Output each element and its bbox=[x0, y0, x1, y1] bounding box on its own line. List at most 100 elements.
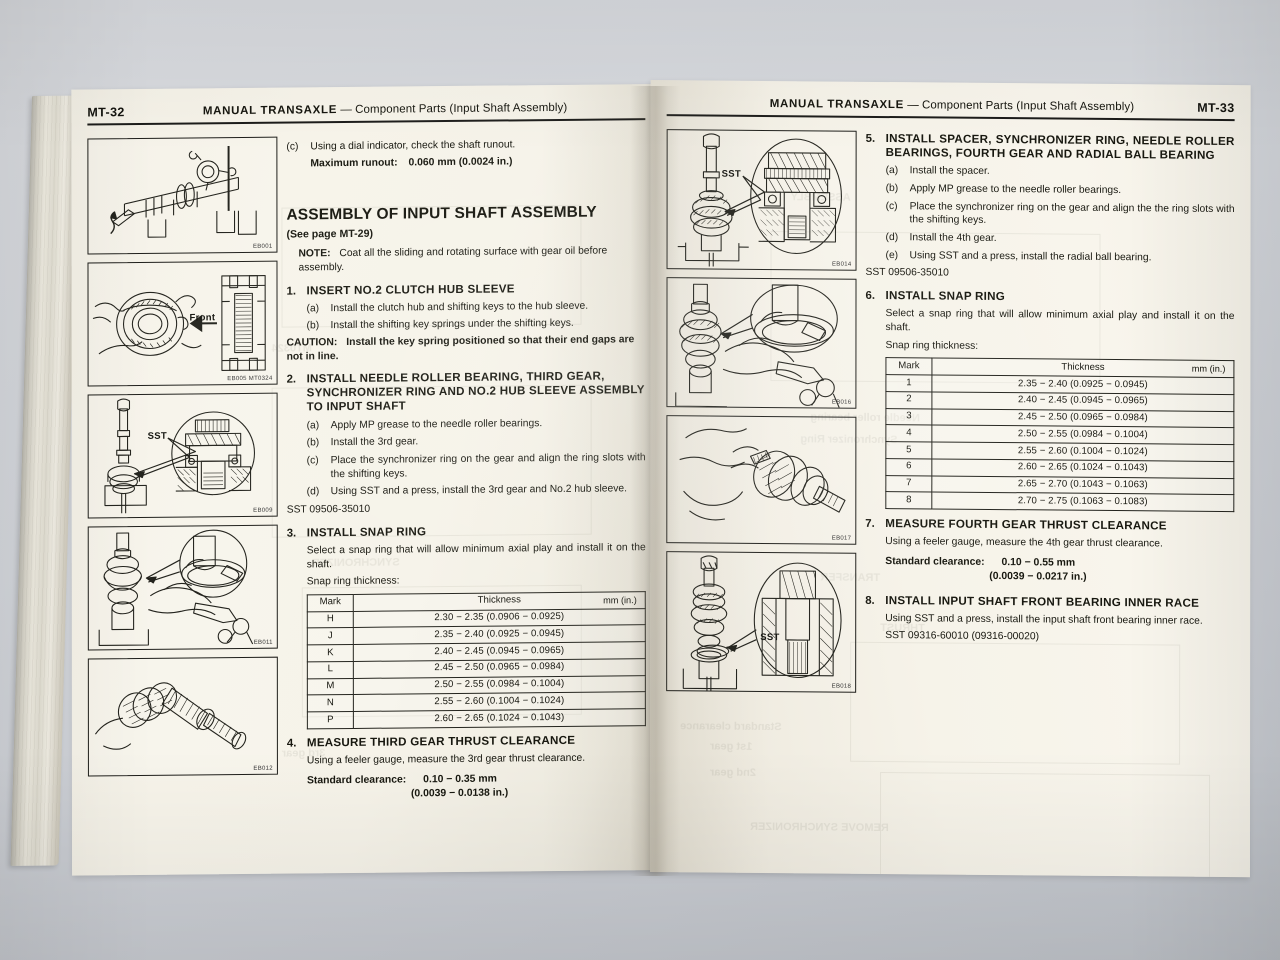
cell-mark: 3 bbox=[885, 408, 932, 426]
step-1-caution-label: CAUTION: bbox=[286, 337, 338, 349]
figure-eb012: EB012 bbox=[87, 656, 278, 777]
step-5-item-a: (a) Install the spacer. bbox=[886, 164, 1235, 181]
intro-step-c: (c) Using a dial indicator, check the sh… bbox=[286, 137, 645, 154]
cell-mark: 5 bbox=[885, 441, 932, 459]
figure-eb005-art bbox=[92, 275, 266, 371]
cell-mark: 1 bbox=[885, 374, 932, 392]
step-2-title: INSTALL NEEDLE ROLLER BEARING, THIRD GEA… bbox=[306, 369, 645, 414]
col-unit-left: mm (in.) bbox=[603, 594, 637, 606]
step-3-table-caption: Snap ring thickness: bbox=[306, 575, 400, 588]
figure-code-eb005: EB005 MT0324 bbox=[227, 375, 273, 383]
col-thickness-right-label: Thickness bbox=[1061, 361, 1105, 373]
text-column-right: 5. INSTALL SPACER, SYNCHRONIZER RING, NE… bbox=[865, 131, 1234, 704]
step-5-sst: SST 09506-35010 bbox=[865, 267, 949, 279]
cell-mark: P bbox=[307, 711, 354, 729]
assembly-section-title: ASSEMBLY OF INPUT SHAFT ASSEMBLY bbox=[286, 203, 597, 224]
step-3: 3. INSTALL SNAP RING Select a snap ring … bbox=[287, 523, 646, 590]
step-6-body: Select a snap ring that will allow minim… bbox=[885, 308, 1235, 334]
cell-thickness: 2.60 − 2.65 (0.1024 − 0.1043) bbox=[353, 708, 646, 729]
step-1-item-b: (b) Install the shifting key springs und… bbox=[307, 317, 646, 334]
col-unit-right: mm (in.) bbox=[1191, 363, 1226, 375]
page-number-left: MT-32 bbox=[87, 105, 125, 120]
step-2-item-a-text: Apply MP grease to the needle roller bea… bbox=[330, 417, 543, 431]
col-thickness-right: Thickness mm (in.) bbox=[931, 358, 1234, 378]
cell-mark: N bbox=[307, 694, 354, 713]
step-4-title: MEASURE THIRD GEAR THRUST CLEARANCE bbox=[306, 733, 576, 750]
step-3-number: 3. bbox=[286, 527, 297, 540]
figure-code-eb001: EB001 bbox=[252, 243, 273, 250]
page-left: MT0324 SYNCHRONIZER 3rd gear MT-32 MANUA… bbox=[71, 83, 662, 876]
step-5: 5. INSTALL SPACER, SYNCHRONIZER RING, NE… bbox=[866, 132, 1235, 266]
running-head-sub: Component Parts (Input Shaft Assembly) bbox=[355, 101, 568, 116]
figure-eb014-art bbox=[677, 133, 842, 267]
running-head-main-r: MANUAL TRANSAXLE bbox=[769, 98, 904, 112]
step-5-item-e-text: Using SST and a press, install the radia… bbox=[909, 249, 1152, 264]
figure-eb017: EB017 bbox=[666, 415, 857, 545]
page-right-header: MANUAL TRANSAXLE — Component Parts (Inpu… bbox=[666, 94, 1235, 125]
col-mark-right: Mark bbox=[885, 357, 932, 375]
figure-column-left: EB001 bbox=[87, 136, 278, 804]
step-1-item-b-text: Install the shifting key springs under t… bbox=[330, 318, 574, 332]
text-column-left: (c) Using a dial indicator, check the sh… bbox=[286, 133, 646, 802]
step-4-body: Using a feeler gauge, measure the 3rd ge… bbox=[306, 752, 586, 767]
figure-eb018: SST EB018 bbox=[666, 551, 857, 693]
assembly-note-label: NOTE: bbox=[298, 248, 331, 260]
step-3-title: INSTALL SNAP RING bbox=[306, 524, 427, 540]
step-2-item-a-key: (a) bbox=[306, 419, 320, 431]
assembly-note: NOTE: Coat all the sliding and rotating … bbox=[298, 244, 645, 275]
figure-label-front: Front bbox=[189, 312, 216, 324]
step-1-item-a: (a) Install the clutch hub and shifting … bbox=[307, 299, 646, 316]
step-5-item-d-text: Install the 4th gear. bbox=[909, 232, 997, 245]
see-page-ref[interactable]: (See page MT-29) bbox=[286, 227, 374, 241]
page-right: ASSEMBLY Needle roller bearing Synchroni… bbox=[650, 79, 1251, 878]
front-arrow-icon bbox=[189, 314, 217, 333]
step-5-number: 5. bbox=[865, 132, 876, 145]
step-2-item-b-text: Install the 3rd gear. bbox=[330, 436, 419, 449]
step-7-spec-value-1: 0.10 − 0.55 mm bbox=[1001, 556, 1076, 569]
step-1-caution-text: Install the key spring positioned so tha… bbox=[286, 334, 635, 363]
figure-eb005: Front EB005 MT0324 bbox=[87, 260, 278, 387]
cell-mark: L bbox=[307, 661, 354, 679]
step-5-item-c-text: Place the synchronizer ring on the gear … bbox=[909, 200, 1235, 227]
step-4-spec-value-1: 0.10 − 0.35 mm bbox=[423, 773, 497, 785]
step-2-item-d-key: (d) bbox=[306, 486, 320, 498]
running-head-right: MANUAL TRANSAXLE — Component Parts (Inpu… bbox=[667, 94, 1198, 117]
col-thickness-left: Thickness mm (in.) bbox=[353, 591, 646, 612]
step-8-title: INSTALL INPUT SHAFT FRONT BEARING INNER … bbox=[885, 593, 1200, 610]
step-1-item-b-key: (b) bbox=[306, 320, 320, 332]
figure-eb001-art bbox=[110, 145, 257, 238]
step-6-title: INSTALL SNAP RING bbox=[885, 289, 1006, 304]
step-8-body: Using SST and a press, install the input… bbox=[885, 612, 1203, 627]
step-1-caution: CAUTION: Install the key spring position… bbox=[287, 333, 646, 363]
step-4: 4. MEASURE THIRD GEAR THRUST CLEARANCE U… bbox=[287, 733, 646, 802]
figure-eb009: SST EB009 bbox=[87, 392, 278, 519]
step-1-number: 1. bbox=[286, 285, 297, 298]
cell-thickness: 2.70 − 2.75 (0.1063 − 0.1083) bbox=[931, 492, 1234, 512]
step-2-item-b: (b) Install the 3rd gear. bbox=[307, 433, 646, 450]
figure-eb014: SST EB014 bbox=[666, 129, 857, 271]
step-5-item-d-key: (d) bbox=[885, 232, 899, 244]
max-runout-spec: Maximum runout: 0.060 mm (0.0024 in.) bbox=[310, 154, 645, 171]
page-left-header: MT-32 MANUAL TRANSAXLE — Component Parts… bbox=[87, 98, 646, 129]
figure-code-eb009: EB009 bbox=[253, 507, 273, 514]
step-7-spec-label: Standard clearance: bbox=[885, 555, 985, 568]
running-head-dash: — bbox=[340, 103, 352, 117]
open-book: MT0324 SYNCHRONIZER 3rd gear MT-32 MANUA… bbox=[10, 78, 1252, 878]
figure-label-sst-eb014: SST bbox=[721, 168, 742, 180]
figure-eb009-art bbox=[104, 398, 256, 514]
step-7-title: MEASURE FOURTH GEAR THRUST CLEARANCE bbox=[885, 517, 1167, 533]
step-7-body: Using a feeler gauge, measure the 4th ge… bbox=[885, 536, 1163, 550]
step-5-item-b-text: Apply MP grease to the needle roller bea… bbox=[909, 183, 1122, 197]
step-5-item-a-text: Install the spacer. bbox=[909, 165, 990, 178]
cell-mark: H bbox=[307, 611, 354, 629]
step-2-item-c: (c) Place the synchronizer ring on the g… bbox=[307, 451, 646, 482]
table-header-row-right: Mark Thickness mm (in.) bbox=[885, 357, 1234, 378]
figure-eb016-art bbox=[675, 283, 840, 408]
page-edge-stack bbox=[10, 95, 81, 866]
step-5-item-b-key: (b) bbox=[885, 182, 899, 195]
